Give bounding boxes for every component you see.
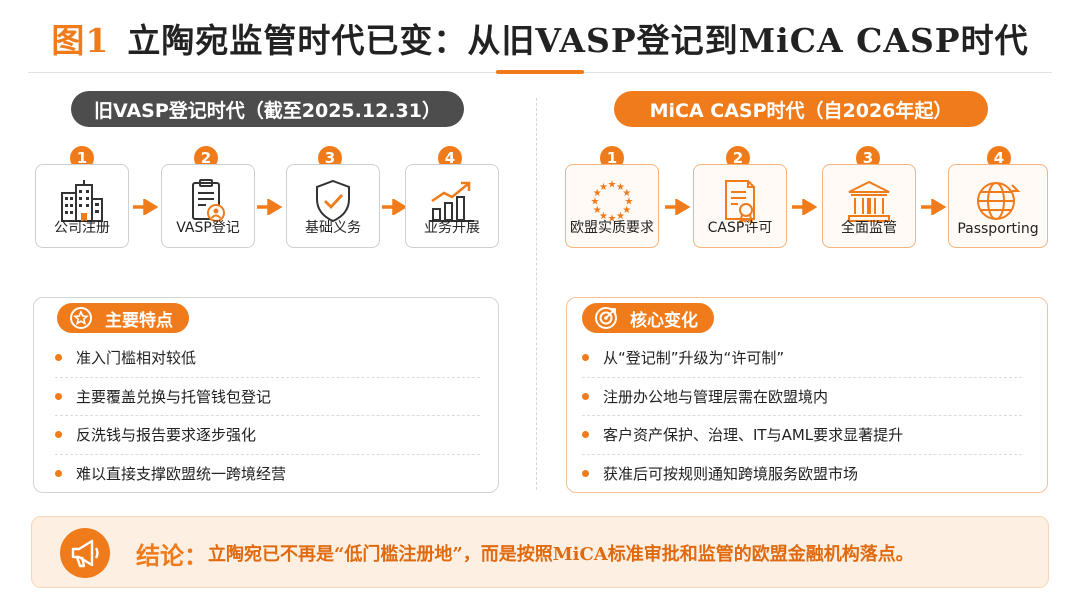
right-step-2-label: CASP许可 xyxy=(707,220,773,236)
right-panel-tag-label: 核心变化 xyxy=(630,310,698,331)
list-item: 主要覆盖兑换与托管钱包登记 xyxy=(55,378,480,416)
left-panel-tag: 主要特点 xyxy=(57,303,189,333)
shield-check-icon xyxy=(316,179,350,223)
clipboard-user-icon xyxy=(192,179,225,222)
left-feature-list: 准入门槛相对较低 主要覆盖兑换与托管钱包登记 反洗钱与报告要求逐步强化 难以直接… xyxy=(55,339,480,493)
eu-star: ★ xyxy=(593,188,602,199)
left-step-2-label: VASP登记 xyxy=(176,220,240,236)
bullet xyxy=(55,354,62,362)
left-step-3-label: 基础义务 xyxy=(305,220,361,236)
right-section-header: MiCA CASP时代（自2026年起） xyxy=(614,91,988,127)
figure-number: 图1 xyxy=(51,21,110,60)
arrow-right-icon xyxy=(133,199,158,215)
list-item-text: 注册办公地与管理层需在欧盟境内 xyxy=(603,387,829,406)
list-item: 难以直接支撑欧盟统一跨境经营 xyxy=(55,455,480,494)
star-badge-icon xyxy=(70,307,92,329)
list-item: 准入门槛相对较低 xyxy=(55,339,480,378)
eu-star: ★ xyxy=(599,211,608,222)
eu-star: ★ xyxy=(622,205,631,216)
list-item-text: 获准后可按规则通知跨境服务欧盟市场 xyxy=(603,465,859,484)
list-item: 从“登记制”升级为“许可制” xyxy=(582,339,1022,378)
arrow-right-icon xyxy=(257,199,282,215)
conclusion-label: 结论： xyxy=(136,540,208,570)
eu-star: ★ xyxy=(625,197,634,208)
arrow-right-icon xyxy=(921,199,946,215)
right-step-4: Passporting xyxy=(948,164,1048,248)
right-step-4-label: Passporting xyxy=(957,221,1039,237)
target-icon xyxy=(595,307,617,329)
list-item: 反洗钱与报告要求逐步强化 xyxy=(55,416,480,455)
left-step-3: 基础义务 xyxy=(286,164,380,248)
eu-star: ★ xyxy=(599,182,608,193)
conclusion-text: 结论：立陶宛已不再是“低门槛注册地”，而是按照MiCA标准审批和监管的欧盟金融机… xyxy=(136,517,914,589)
conclusion-icon-badge xyxy=(60,528,110,578)
list-item-text: 主要覆盖兑换与托管钱包登记 xyxy=(76,387,272,406)
arrow-right-icon xyxy=(665,199,690,215)
list-item-text: 从“登记制”升级为“许可制” xyxy=(603,349,785,368)
eu-star: ★ xyxy=(616,182,625,193)
eu-star: ★ xyxy=(591,197,600,208)
right-step-2: CASP许可 xyxy=(693,164,787,248)
left-panel-tag-label: 主要特点 xyxy=(105,310,173,331)
eu-star: ★ xyxy=(622,188,631,199)
conclusion-banner: 结论：立陶宛已不再是“低门槛注册地”，而是按照MiCA标准审批和监管的欧盟金融机… xyxy=(31,516,1049,588)
eu-star: ★ xyxy=(616,211,625,222)
office-building-icon xyxy=(61,180,103,222)
title-accent-bar xyxy=(496,70,584,74)
list-item: 客户资产保护、治理、IT与AML要求显著提升 xyxy=(582,416,1022,455)
bullet xyxy=(55,392,62,400)
arrow-right-icon xyxy=(792,199,817,215)
left-step-2: VASP登记 xyxy=(161,164,255,248)
conclusion-body: 立陶宛已不再是“低门槛注册地”，而是按照MiCA标准审批和监管的欧盟金融机构落点… xyxy=(208,544,914,565)
right-step-1-label: 欧盟实质要求 xyxy=(570,220,654,236)
eu-stars-icon: ★★★★★★★★★★★★ xyxy=(591,180,634,224)
list-item-text: 客户资产保护、治理、IT与AML要求显著提升 xyxy=(603,426,904,445)
bullet xyxy=(55,431,62,439)
list-item-text: 反洗钱与报告要求逐步强化 xyxy=(76,426,257,445)
title-text: 立陶宛监管时代已变：从旧VASP登记到MiCA CASP时代 xyxy=(127,21,1029,60)
globe-icon xyxy=(977,182,1021,220)
left-step-4: 业务开展 xyxy=(405,164,499,248)
bullet xyxy=(55,470,62,478)
eu-star: ★ xyxy=(593,205,602,216)
list-item-text: 难以直接支撑欧盟统一跨境经营 xyxy=(76,465,287,484)
right-step-3-label: 全面监管 xyxy=(841,220,897,236)
list-item: 获准后可按规则通知跨境服务欧盟市场 xyxy=(582,455,1022,494)
bullet xyxy=(582,470,589,478)
arrow-right-icon xyxy=(382,199,407,215)
bullet xyxy=(582,431,589,439)
eu-star: ★ xyxy=(608,180,617,191)
page-title: 图1 立陶宛监管时代已变：从旧VASP登记到MiCA CASP时代 xyxy=(0,14,1080,62)
column-divider xyxy=(536,98,537,490)
bullet xyxy=(582,392,589,400)
certificate-icon xyxy=(725,180,755,223)
growth-chart-icon xyxy=(430,181,474,222)
left-step-1: 公司注册 xyxy=(35,164,129,248)
megaphone-icon xyxy=(71,539,99,568)
eu-star: ★ xyxy=(608,214,617,224)
right-step-1: ★★★★★★★★★★★★ 欧盟实质要求 xyxy=(565,164,659,248)
right-step-3: 全面监管 xyxy=(822,164,916,248)
list-item-text: 准入门槛相对较低 xyxy=(76,349,197,368)
right-change-list: 从“登记制”升级为“许可制” 注册办公地与管理层需在欧盟境内 客户资产保护、治理… xyxy=(582,339,1022,493)
list-item: 注册办公地与管理层需在欧盟境内 xyxy=(582,378,1022,416)
bullet xyxy=(582,354,589,362)
right-panel-tag: 核心变化 xyxy=(582,303,714,333)
institution-icon xyxy=(848,180,890,222)
left-section-header: 旧VASP登记时代（截至2025.12.31） xyxy=(71,91,464,127)
left-step-4-label: 业务开展 xyxy=(424,220,480,236)
left-step-1-label: 公司注册 xyxy=(54,220,110,236)
